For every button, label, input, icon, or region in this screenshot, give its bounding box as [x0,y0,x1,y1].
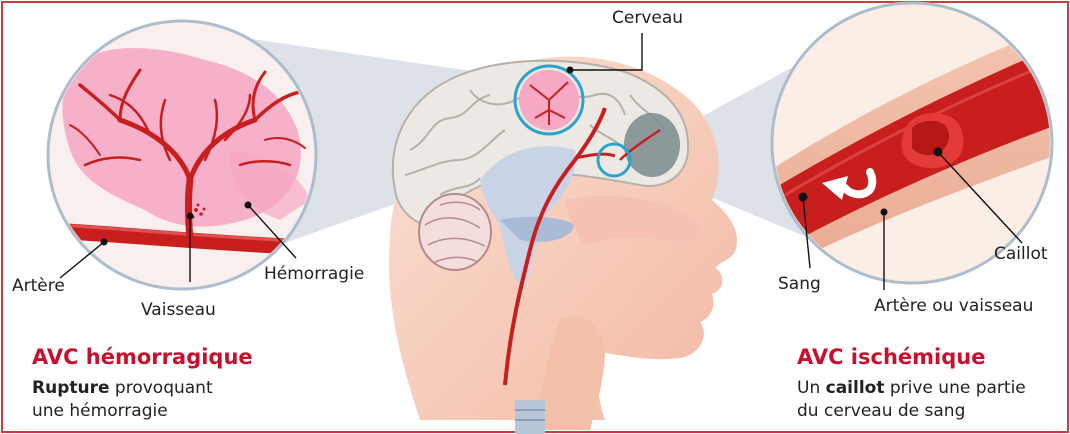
label-vaisseau: Vaisseau [141,300,216,320]
ischemic-desc-rest: prive une partie [884,378,1025,398]
hemorrhagic-title: AVC hémorragique [32,345,253,369]
label-artere-ou-vaisseau: Artère ou vaisseau [874,296,1033,316]
hemorrhagic-desc-bold: Rupture [32,378,110,398]
hemorrhagic-description: Rupture provoquant une hémorragie [32,377,213,423]
label-cerveau: Cerveau [612,8,683,28]
label-caillot: Caillot [994,244,1048,264]
ischemic-desc-line-2: du cerveau de sang [797,400,1026,423]
ischemic-title: AVC ischémique [797,345,985,369]
head-illustration [389,57,737,434]
label-hemorragie: Hémorragie [264,264,364,284]
label-artere: Artère [12,276,65,296]
hemorrhage-magnified-circle [40,21,320,289]
ischemic-desc-bold: caillot [826,378,885,398]
hemorrhagic-desc-rest: provoquant [110,378,213,398]
ischemic-desc-start: Un [797,378,826,398]
ischemic-description: Un caillot prive une partie du cerveau d… [797,377,1026,423]
label-sang: Sang [778,274,821,294]
hemorrhagic-desc-line-2: une hémorragie [32,400,213,423]
